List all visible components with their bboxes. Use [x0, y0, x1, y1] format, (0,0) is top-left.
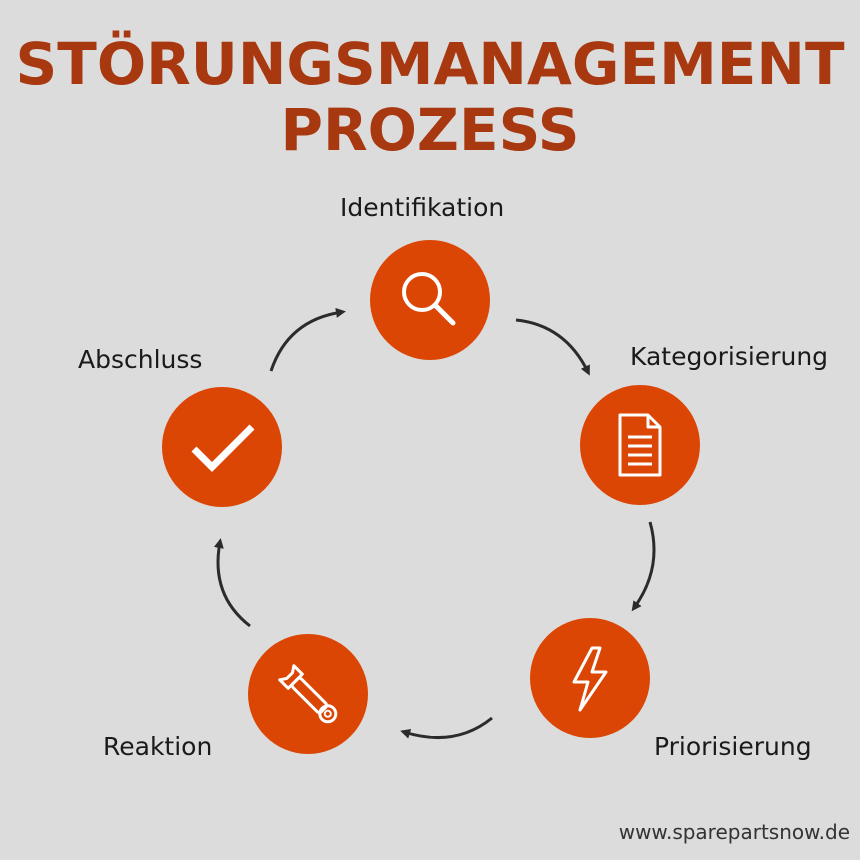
arrow-reaktion-to-abschluss [213, 538, 251, 628]
title-line-1: STÖRUNGSMANAGEMENT [15, 30, 845, 98]
arrow-identifikation-to-kategorisierung [515, 318, 590, 376]
arrow-priorisierung-to-reaktion [400, 716, 493, 739]
step-circle-abschluss [162, 387, 282, 507]
step-label-priorisierung: Priorisierung [654, 732, 812, 761]
step-circle-identifikation [370, 240, 490, 360]
title-line-2: PROZESS [280, 96, 580, 164]
step-label-identifikation: Identifikation [340, 193, 505, 222]
lightning-icon [572, 646, 608, 712]
step-circle-priorisierung [530, 618, 650, 738]
step-label-reaktion: Reaktion [103, 732, 213, 761]
wrench-icon [278, 664, 338, 724]
document-icon [618, 413, 662, 477]
checkmark-icon [191, 424, 255, 472]
step-circle-reaktion [248, 634, 368, 754]
arrow-abschluss-to-identifikation [269, 307, 346, 372]
footer-website: www.sparepartsnow.de [618, 820, 850, 844]
step-label-abschluss: Abschluss [78, 345, 203, 374]
step-label-kategorisierung: Kategorisierung [630, 342, 829, 371]
search-icon [402, 272, 456, 326]
step-circle-kategorisierung [580, 385, 700, 505]
arrow-kategorisierung-to-priorisierung [631, 521, 656, 612]
